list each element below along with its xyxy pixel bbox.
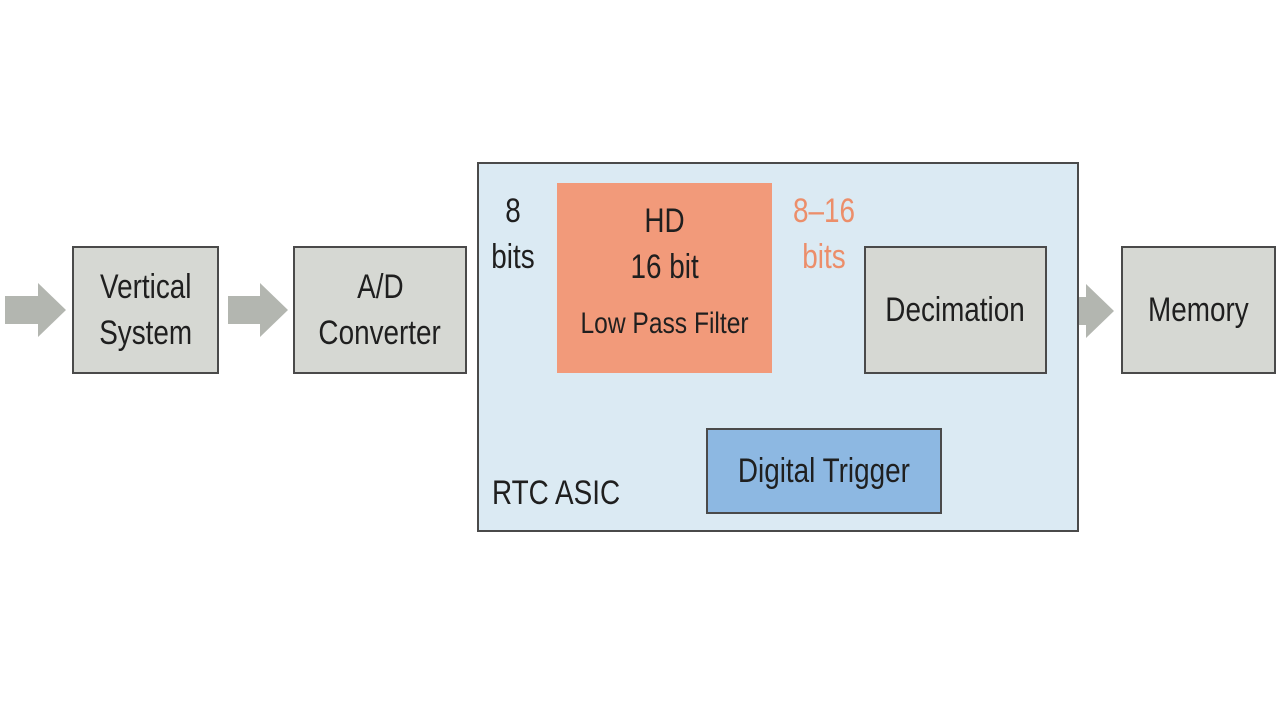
rtc-asic-label-text: RTC ASIC <box>492 474 621 512</box>
hd-filter-title: HD <box>644 202 685 240</box>
hd-low-pass-filter-block: HD 16 bit Low Pass Filter <box>557 183 772 373</box>
vertical-system-line1: Vertical <box>99 268 192 306</box>
input-bits-label: 8 bits <box>480 188 546 280</box>
rtc-asic-label: RTC ASIC <box>492 474 648 513</box>
input-bits-unit: bits <box>491 238 535 276</box>
digital-trigger-label: Digital Trigger <box>738 451 910 490</box>
arrow-vertical-to-ad <box>228 283 288 337</box>
memory-block: Memory <box>1121 246 1276 374</box>
input-bits-value: 8 <box>505 192 521 230</box>
vertical-system-block: Vertical System <box>72 246 219 374</box>
digital-trigger-block: Digital Trigger <box>706 428 942 514</box>
memory-label: Memory <box>1148 291 1249 329</box>
ad-converter-line1: A/D <box>356 268 404 306</box>
output-bits-value: 8–16 <box>792 192 856 230</box>
output-bits-unit: bits <box>802 238 846 276</box>
hd-filter-bitdepth: 16 bit <box>630 248 699 286</box>
decimation-label: Decimation <box>885 291 1026 329</box>
ad-converter-block: A/D Converter <box>293 246 467 374</box>
output-bits-label: 8–16 bits <box>776 188 872 280</box>
input-arrow <box>5 283 66 337</box>
decimation-block: Decimation <box>864 246 1047 374</box>
ad-converter-line2: Converter <box>318 314 442 352</box>
vertical-system-line2: System <box>99 314 192 352</box>
hd-filter-name: Low Pass Filter <box>580 307 749 340</box>
